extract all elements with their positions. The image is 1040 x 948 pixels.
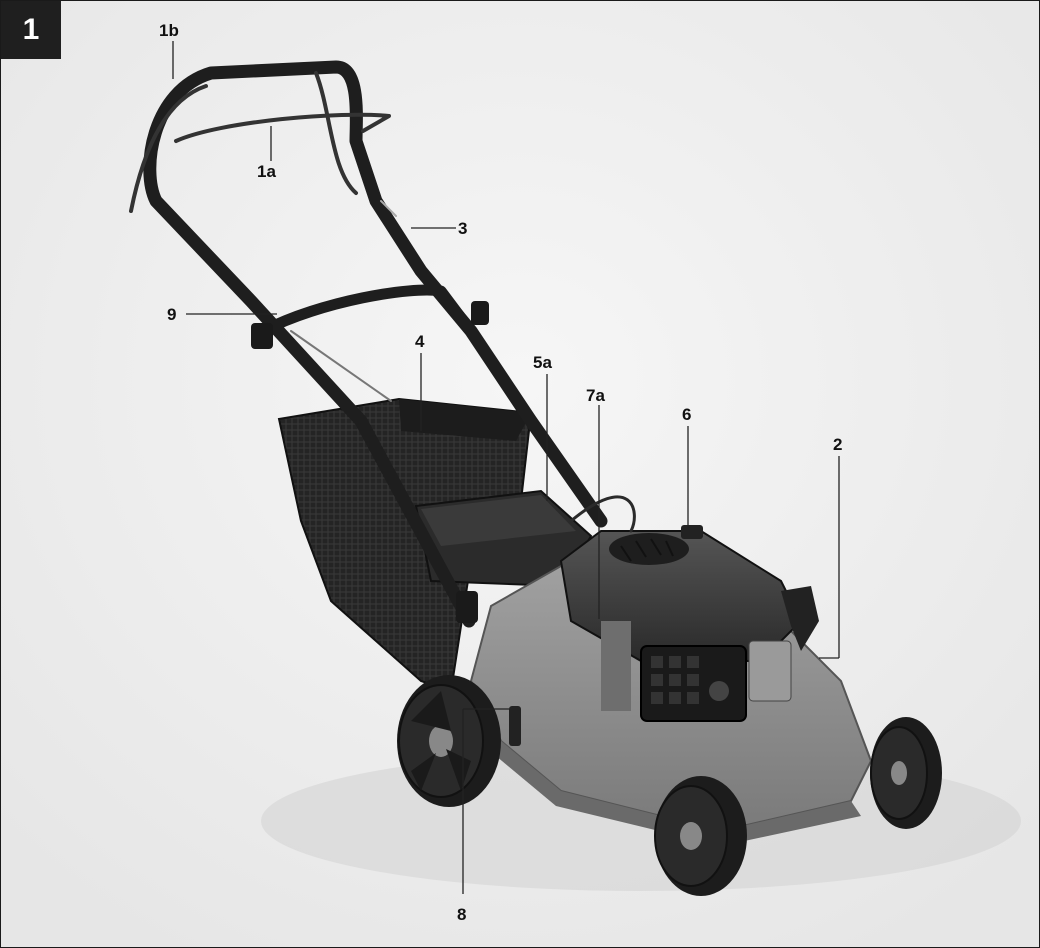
- callout-4: 4: [415, 332, 425, 351]
- callout-1a: 1a: [257, 162, 276, 181]
- front-left-wheel: [654, 776, 747, 896]
- callout-8: 8: [457, 905, 467, 924]
- callout-9: 9: [167, 305, 177, 324]
- handle-knob-right: [471, 301, 489, 325]
- engine: [559, 525, 819, 722]
- grass-catcher: [277, 397, 533, 693]
- callout-6: 6: [682, 405, 692, 424]
- height-lever: [509, 706, 521, 746]
- callout-3: 3: [458, 219, 468, 238]
- callout-1b: 1b: [159, 21, 179, 40]
- figure-number-badge: 1: [1, 1, 61, 59]
- rear-left-wheel: [397, 675, 501, 807]
- callout-7a: 7a: [586, 386, 605, 405]
- handle-knob-lower: [456, 591, 478, 623]
- handlebar: [129, 60, 636, 628]
- callout-5a: 5a: [533, 353, 552, 372]
- rear-flap-top: [421, 495, 576, 546]
- front-right-wheel: [870, 717, 942, 829]
- callout-2: 2: [833, 435, 843, 454]
- deck-rim: [496, 741, 861, 846]
- handle-knob-left: [251, 323, 273, 349]
- callout-leaders: [172, 41, 840, 894]
